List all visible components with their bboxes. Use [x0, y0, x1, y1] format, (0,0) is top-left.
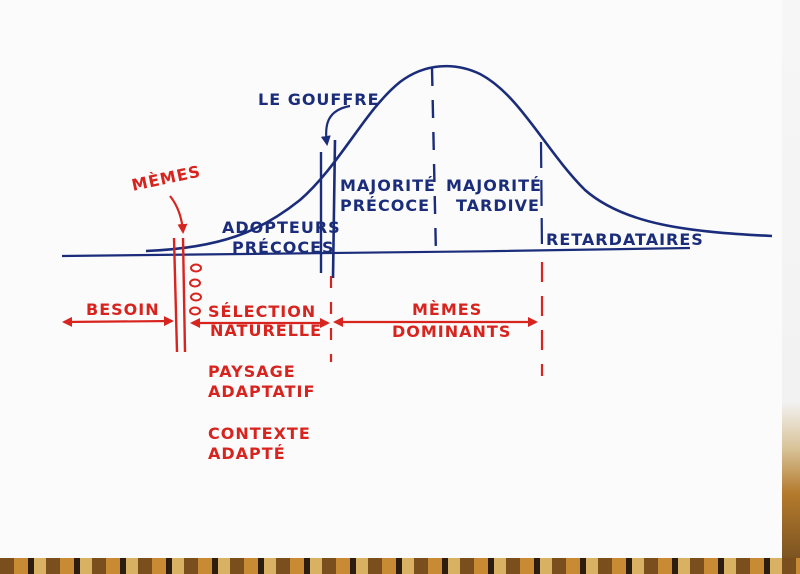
memes-dominants-label-line2: DOMINANTS: [392, 322, 512, 341]
besoin-arrow: [62, 316, 174, 327]
contexte-label-line1: CONTEXTE: [208, 424, 311, 443]
background-edge-right: [782, 0, 800, 574]
adopteurs-label-line1: ADOPTEURS: [222, 218, 341, 237]
laggards-dashed-line: [539, 141, 544, 253]
chasm-line-right: [331, 139, 337, 279]
majorite-tardive-label-line2: TARDIVE: [456, 196, 540, 215]
memes-dominants-label-line1: MÈMES: [412, 300, 483, 319]
adoption-bell-curve: [145, 64, 773, 253]
center-dashed-line: [430, 67, 438, 257]
selection-label-line1: SÉLECTION: [208, 302, 317, 321]
adopteurs-label-line2: PRÉCOCES: [232, 238, 335, 257]
majorite-precoce-label-line2: PRÉCOCE: [340, 196, 430, 215]
le-gouffre-label: LE GOUFFRE: [258, 90, 380, 109]
selection-label-line2: NATURELLE: [210, 321, 323, 340]
majorite-tardive-label-line1: MAJORITÉ: [446, 176, 542, 195]
majorite-precoce-label-line1: MAJORITÉ: [340, 176, 436, 195]
retardataires-label: RETARDATAIRES: [546, 230, 704, 249]
paysage-label-line1: PAYSAGE: [208, 362, 296, 381]
memes-arrow: [169, 195, 188, 234]
memes-line-left: [172, 237, 179, 353]
le-gouffre-arrow: [320, 104, 351, 146]
memes-line-right: [181, 237, 187, 353]
besoin-label: BESOIN: [86, 300, 160, 319]
baseline: [61, 246, 691, 258]
background-edge-bottom: [0, 558, 800, 574]
paysage-label-line2: ADAPTATIF: [208, 382, 316, 401]
memes-ellipses: [189, 263, 202, 316]
contexte-label-line2: ADAPTÉ: [208, 444, 286, 463]
